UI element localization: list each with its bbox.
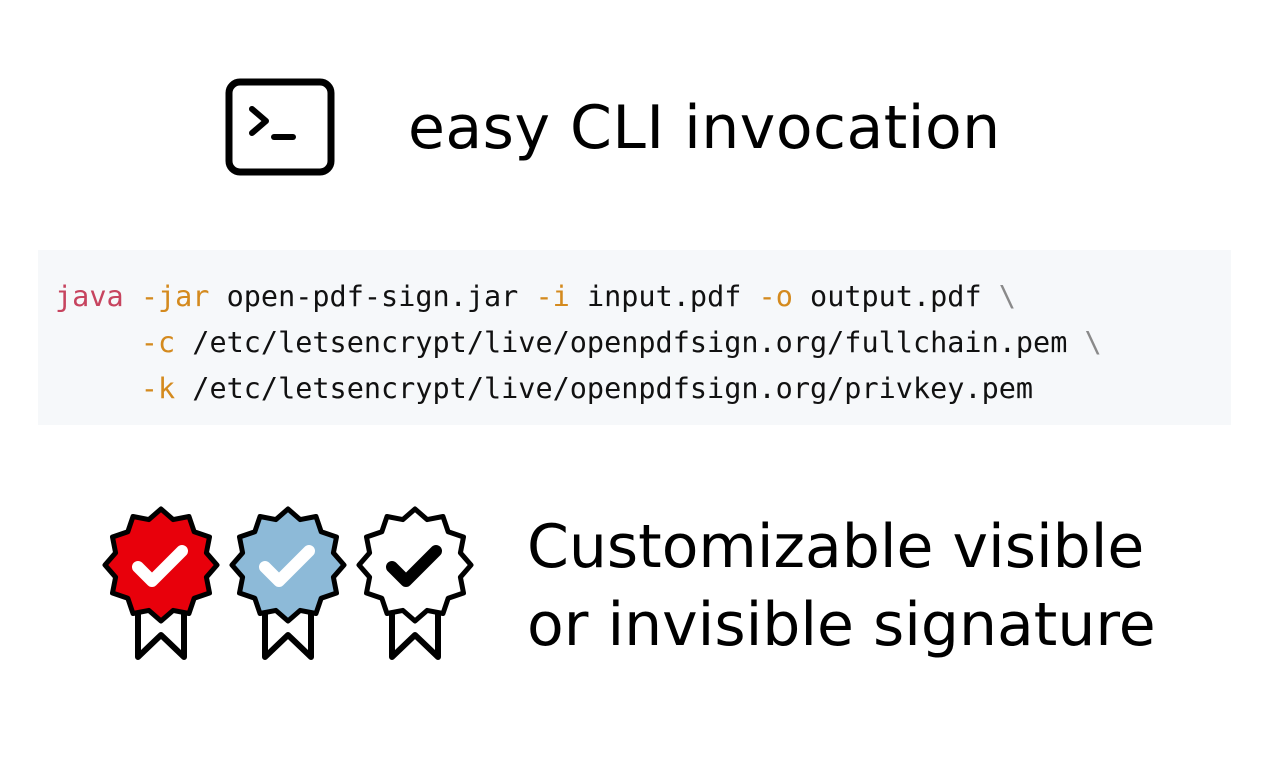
cli-feature: easy CLI invocation <box>0 78 1270 176</box>
code-token-arg: /etc/letsencrypt/live/openpdfsign.org/pr… <box>175 372 1034 405</box>
code-token-arg: input.pdf <box>569 280 759 313</box>
code-token-flag: -jar <box>140 280 210 313</box>
code-token-cont: \ <box>1084 326 1102 359</box>
verified-badge-red-icon <box>102 506 220 660</box>
code-token-arg <box>55 326 141 359</box>
code-token-cmd: java <box>55 280 124 313</box>
code-token-arg: output.pdf <box>792 280 999 313</box>
code-token-arg: /etc/letsencrypt/live/openpdfsign.org/fu… <box>175 326 1085 359</box>
verified-badge-blue-icon <box>229 506 347 660</box>
signature-badges <box>98 505 478 665</box>
verified-badge-white-icon <box>356 506 474 660</box>
code-token-arg <box>124 280 141 313</box>
signature-heading: Customizable visible or invisible signat… <box>527 508 1156 664</box>
code-token-arg <box>55 372 141 405</box>
code-token-flag: -o <box>758 280 793 313</box>
signature-heading-line-2: or invisible signature <box>527 590 1156 660</box>
code-block: java -jar open-pdf-sign.jar -i input.pdf… <box>38 250 1231 425</box>
cli-heading: easy CLI invocation <box>408 93 1001 163</box>
code-token-flag: -k <box>140 372 176 405</box>
code-token-arg: open-pdf-sign.jar <box>209 280 536 313</box>
code-line: -c /etc/letsencrypt/live/openpdfsign.org… <box>55 320 1231 366</box>
code-token-cont: \ <box>998 280 1016 313</box>
code-line: java -jar open-pdf-sign.jar -i input.pdf… <box>55 274 1231 320</box>
code-token-flag: -c <box>140 326 176 359</box>
signature-heading-line-1: Customizable visible <box>527 512 1145 582</box>
terminal-icon <box>225 78 335 176</box>
code-line: -k /etc/letsencrypt/live/openpdfsign.org… <box>55 366 1231 412</box>
code-token-flag: -i <box>535 280 570 313</box>
